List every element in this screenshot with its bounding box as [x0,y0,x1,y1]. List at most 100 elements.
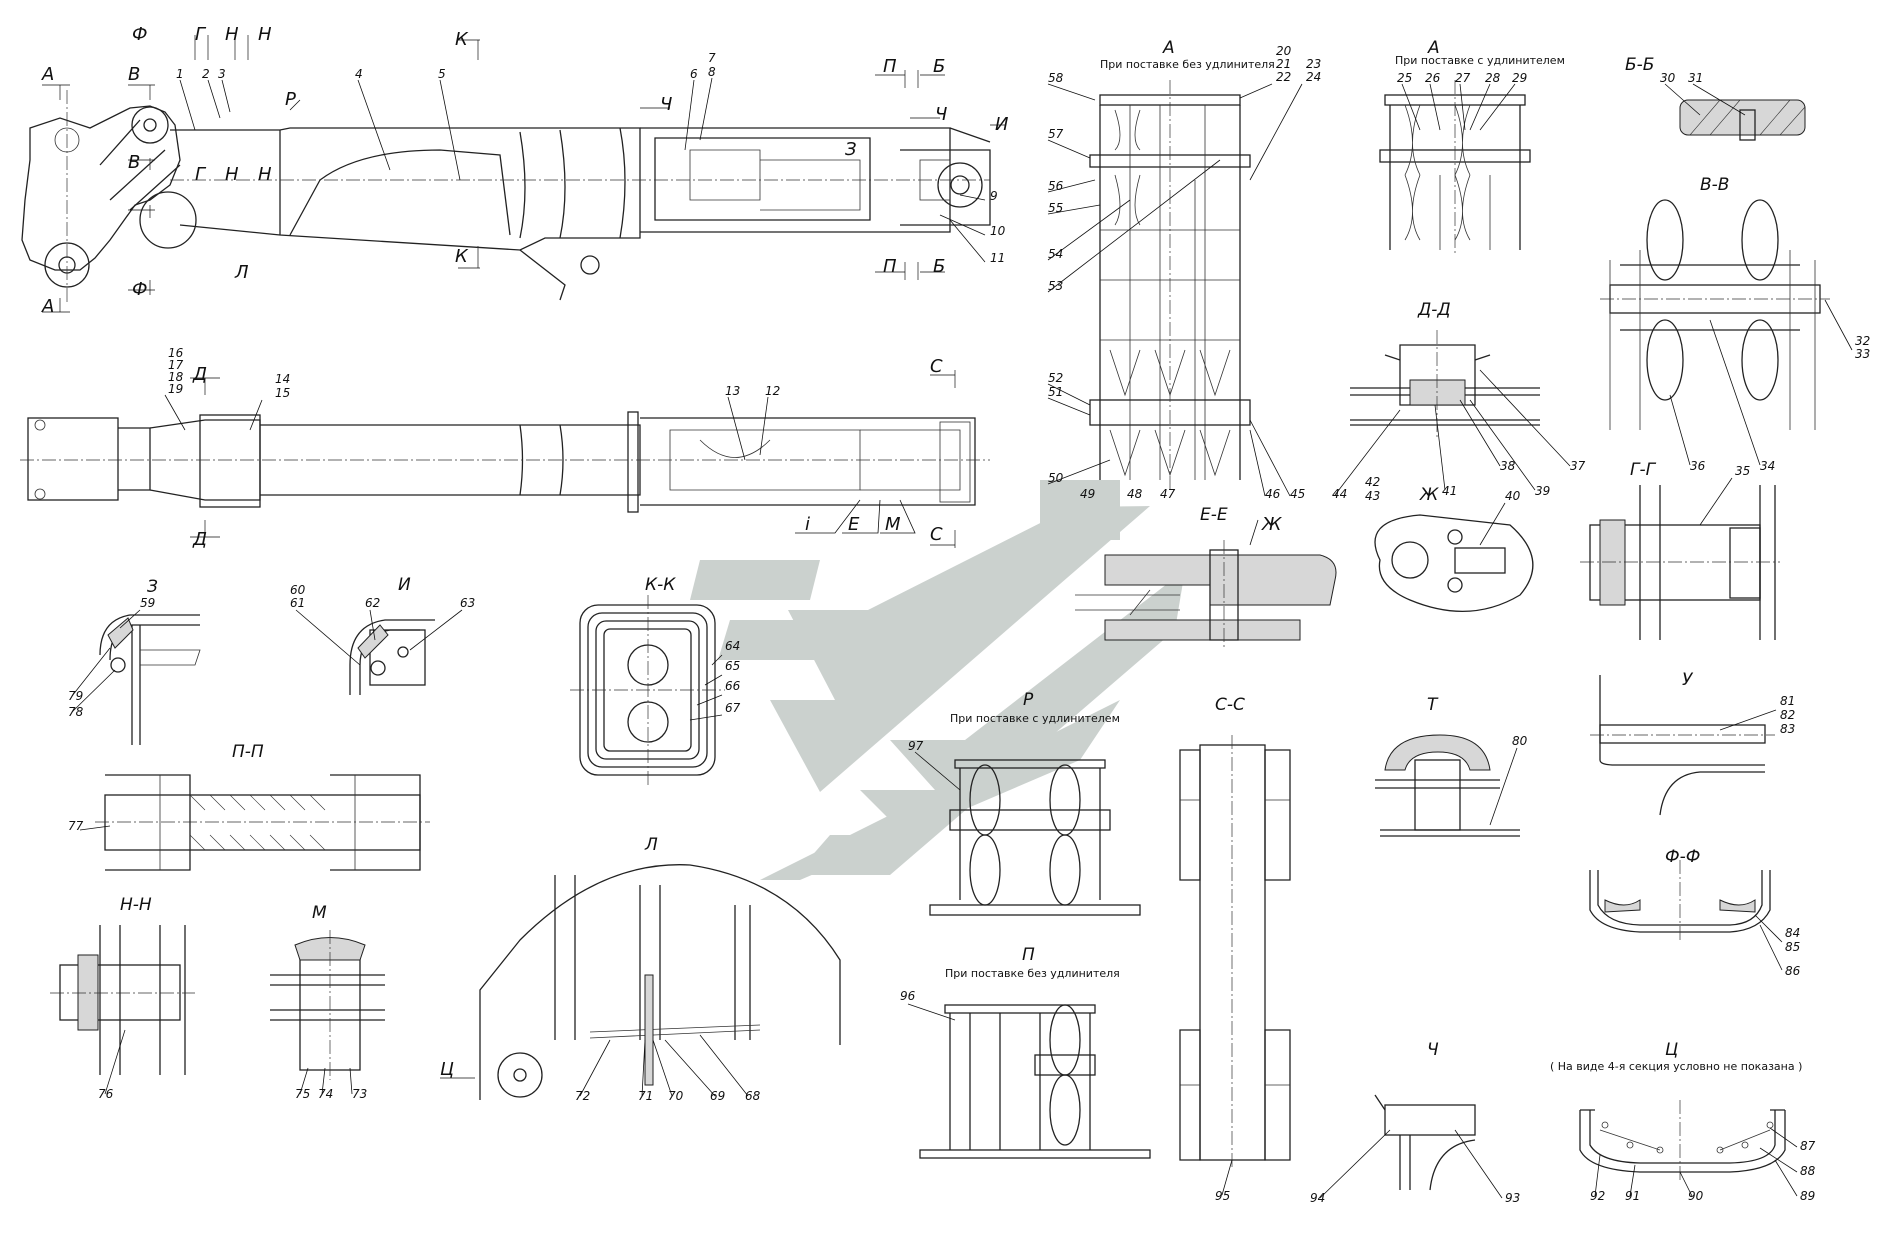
svg-text:46: 46 [1265,487,1281,501]
marker-A-top: А [41,64,54,85]
view-P-title: П [1022,945,1035,965]
svg-text:51: 51 [1048,385,1063,399]
view-M-title: М [312,903,327,923]
svg-text:26: 26 [1425,71,1441,85]
view-A-title: А [1162,38,1175,58]
svg-text:95: 95 [1215,1189,1230,1203]
svg-text:81: 81 [1780,694,1795,708]
view-DD-callouts: 37 38 39 41 42 43 44 [1332,459,1586,503]
view-CH-title: Ч [1427,1040,1439,1060]
marker-E: Е [848,514,860,535]
marker-V-mid: В [128,152,140,173]
svg-text:55: 55 [1048,201,1063,215]
svg-text:89: 89 [1800,1189,1815,1203]
view-PP: П-П 77 [68,742,430,871]
svg-text:88: 88 [1800,1164,1816,1178]
view-KK-title: К-К [645,575,676,595]
svg-text:67: 67 [725,701,741,715]
view-L-marker: Ц [440,1059,454,1080]
view-TS: Ц ( На виде 4-я секция условно не показа… [1550,1040,1816,1203]
marker-i: i [805,514,810,535]
view-SS: С-С 95 [1179,695,1291,1203]
view-U-title: У [1682,670,1694,690]
marker-A-bottom: А [41,296,54,317]
view-KK-callouts: 64 65 66 67 [725,639,741,715]
svg-text:13: 13 [725,384,740,398]
svg-text:43: 43 [1365,489,1380,503]
marker-D-bottom: Д [192,529,207,550]
marker-R: Р [285,89,296,110]
view-R: Р При поставке с удлинителем 97 [908,690,1141,916]
marker-F-top: Ф [132,24,148,45]
svg-text:33: 33 [1855,347,1870,361]
svg-text:1: 1 [176,67,184,81]
svg-text:77: 77 [68,819,84,833]
view-T: Т 80 [1375,695,1528,837]
svg-text:71: 71 [638,1089,653,1103]
svg-text:48: 48 [1127,487,1143,501]
svg-text:47: 47 [1160,487,1176,501]
view-TS-callouts: 87 88 89 90 91 92 [1590,1139,1816,1203]
svg-text:62: 62 [365,596,380,610]
svg-text:59: 59 [140,596,155,610]
marker-G-top: Г [195,24,207,45]
view-FF: Ф-Ф 84 85 86 [1589,847,1801,978]
marker-G-mid: Г [195,164,207,185]
main-callouts: 1 2 3 4 5 6 7 8 9 10 11 12 13 14 15 16 1… [168,51,1006,400]
svg-text:9: 9 [990,189,998,203]
svg-text:61: 61 [290,596,305,610]
svg-text:20: 20 [1276,44,1292,58]
view-DD: Д-Д 37 38 39 41 42 43 44 [1332,300,1586,503]
svg-text:42: 42 [1365,475,1380,489]
svg-text:38: 38 [1500,459,1516,473]
marker-M: М [885,514,901,535]
svg-text:28: 28 [1485,71,1501,85]
svg-text:58: 58 [1048,71,1064,85]
marker-K-bottom: К [455,246,469,267]
svg-text:93: 93 [1505,1191,1520,1205]
view-M: М 73 74 75 [270,903,385,1101]
svg-text:49: 49 [1080,487,1095,501]
svg-text:24: 24 [1306,70,1321,84]
svg-text:41: 41 [1442,484,1457,498]
view-EE: Е-Е Ж [1075,505,1337,650]
svg-text:90: 90 [1688,1189,1704,1203]
view-R-title: Р [1023,690,1034,710]
view-R-subtitle: При поставке с удлинителем [950,712,1120,725]
svg-text:21: 21 [1276,57,1291,71]
svg-text:75: 75 [295,1087,310,1101]
view-L-callouts: 68 69 70 71 72 [575,1089,761,1103]
view-A2-subtitle: При поставке с удлинителем [1395,54,1565,67]
svg-text:14: 14 [275,372,290,386]
svg-text:45: 45 [1290,487,1305,501]
view-Z-title: З [147,577,158,597]
watermark-logo [690,480,1185,880]
svg-text:30: 30 [1660,71,1676,85]
view-KK: К-К 64 65 66 67 [570,575,741,785]
svg-text:80: 80 [1512,734,1528,748]
svg-text:85: 85 [1785,940,1800,954]
svg-text:52: 52 [1048,371,1063,385]
view-I-title: И [398,575,411,595]
svg-text:92: 92 [1590,1189,1605,1203]
marker-Z: З [845,139,857,160]
svg-text:37: 37 [1570,459,1586,473]
view-TS-title: Ц [1665,1040,1678,1060]
svg-text:31: 31 [1688,71,1703,85]
svg-text:4: 4 [355,67,363,81]
svg-text:60: 60 [290,583,306,597]
svg-text:84: 84 [1785,926,1800,940]
view-P-subtitle: При поставке без удлинителя [945,967,1120,980]
svg-text:97: 97 [908,739,924,753]
svg-text:68: 68 [745,1089,761,1103]
marker-I: И [995,114,1008,135]
view-GG-title: Г-Г [1630,460,1657,480]
svg-text:18: 18 [168,370,184,384]
view-A-callouts: 58 57 56 55 54 53 52 51 50 20 21 22 23 2… [1048,44,1321,501]
svg-text:34: 34 [1760,459,1775,473]
view-EE-marker: Ж [1261,514,1282,535]
svg-text:44: 44 [1332,487,1347,501]
svg-text:16: 16 [168,346,184,360]
svg-text:3: 3 [218,67,226,81]
